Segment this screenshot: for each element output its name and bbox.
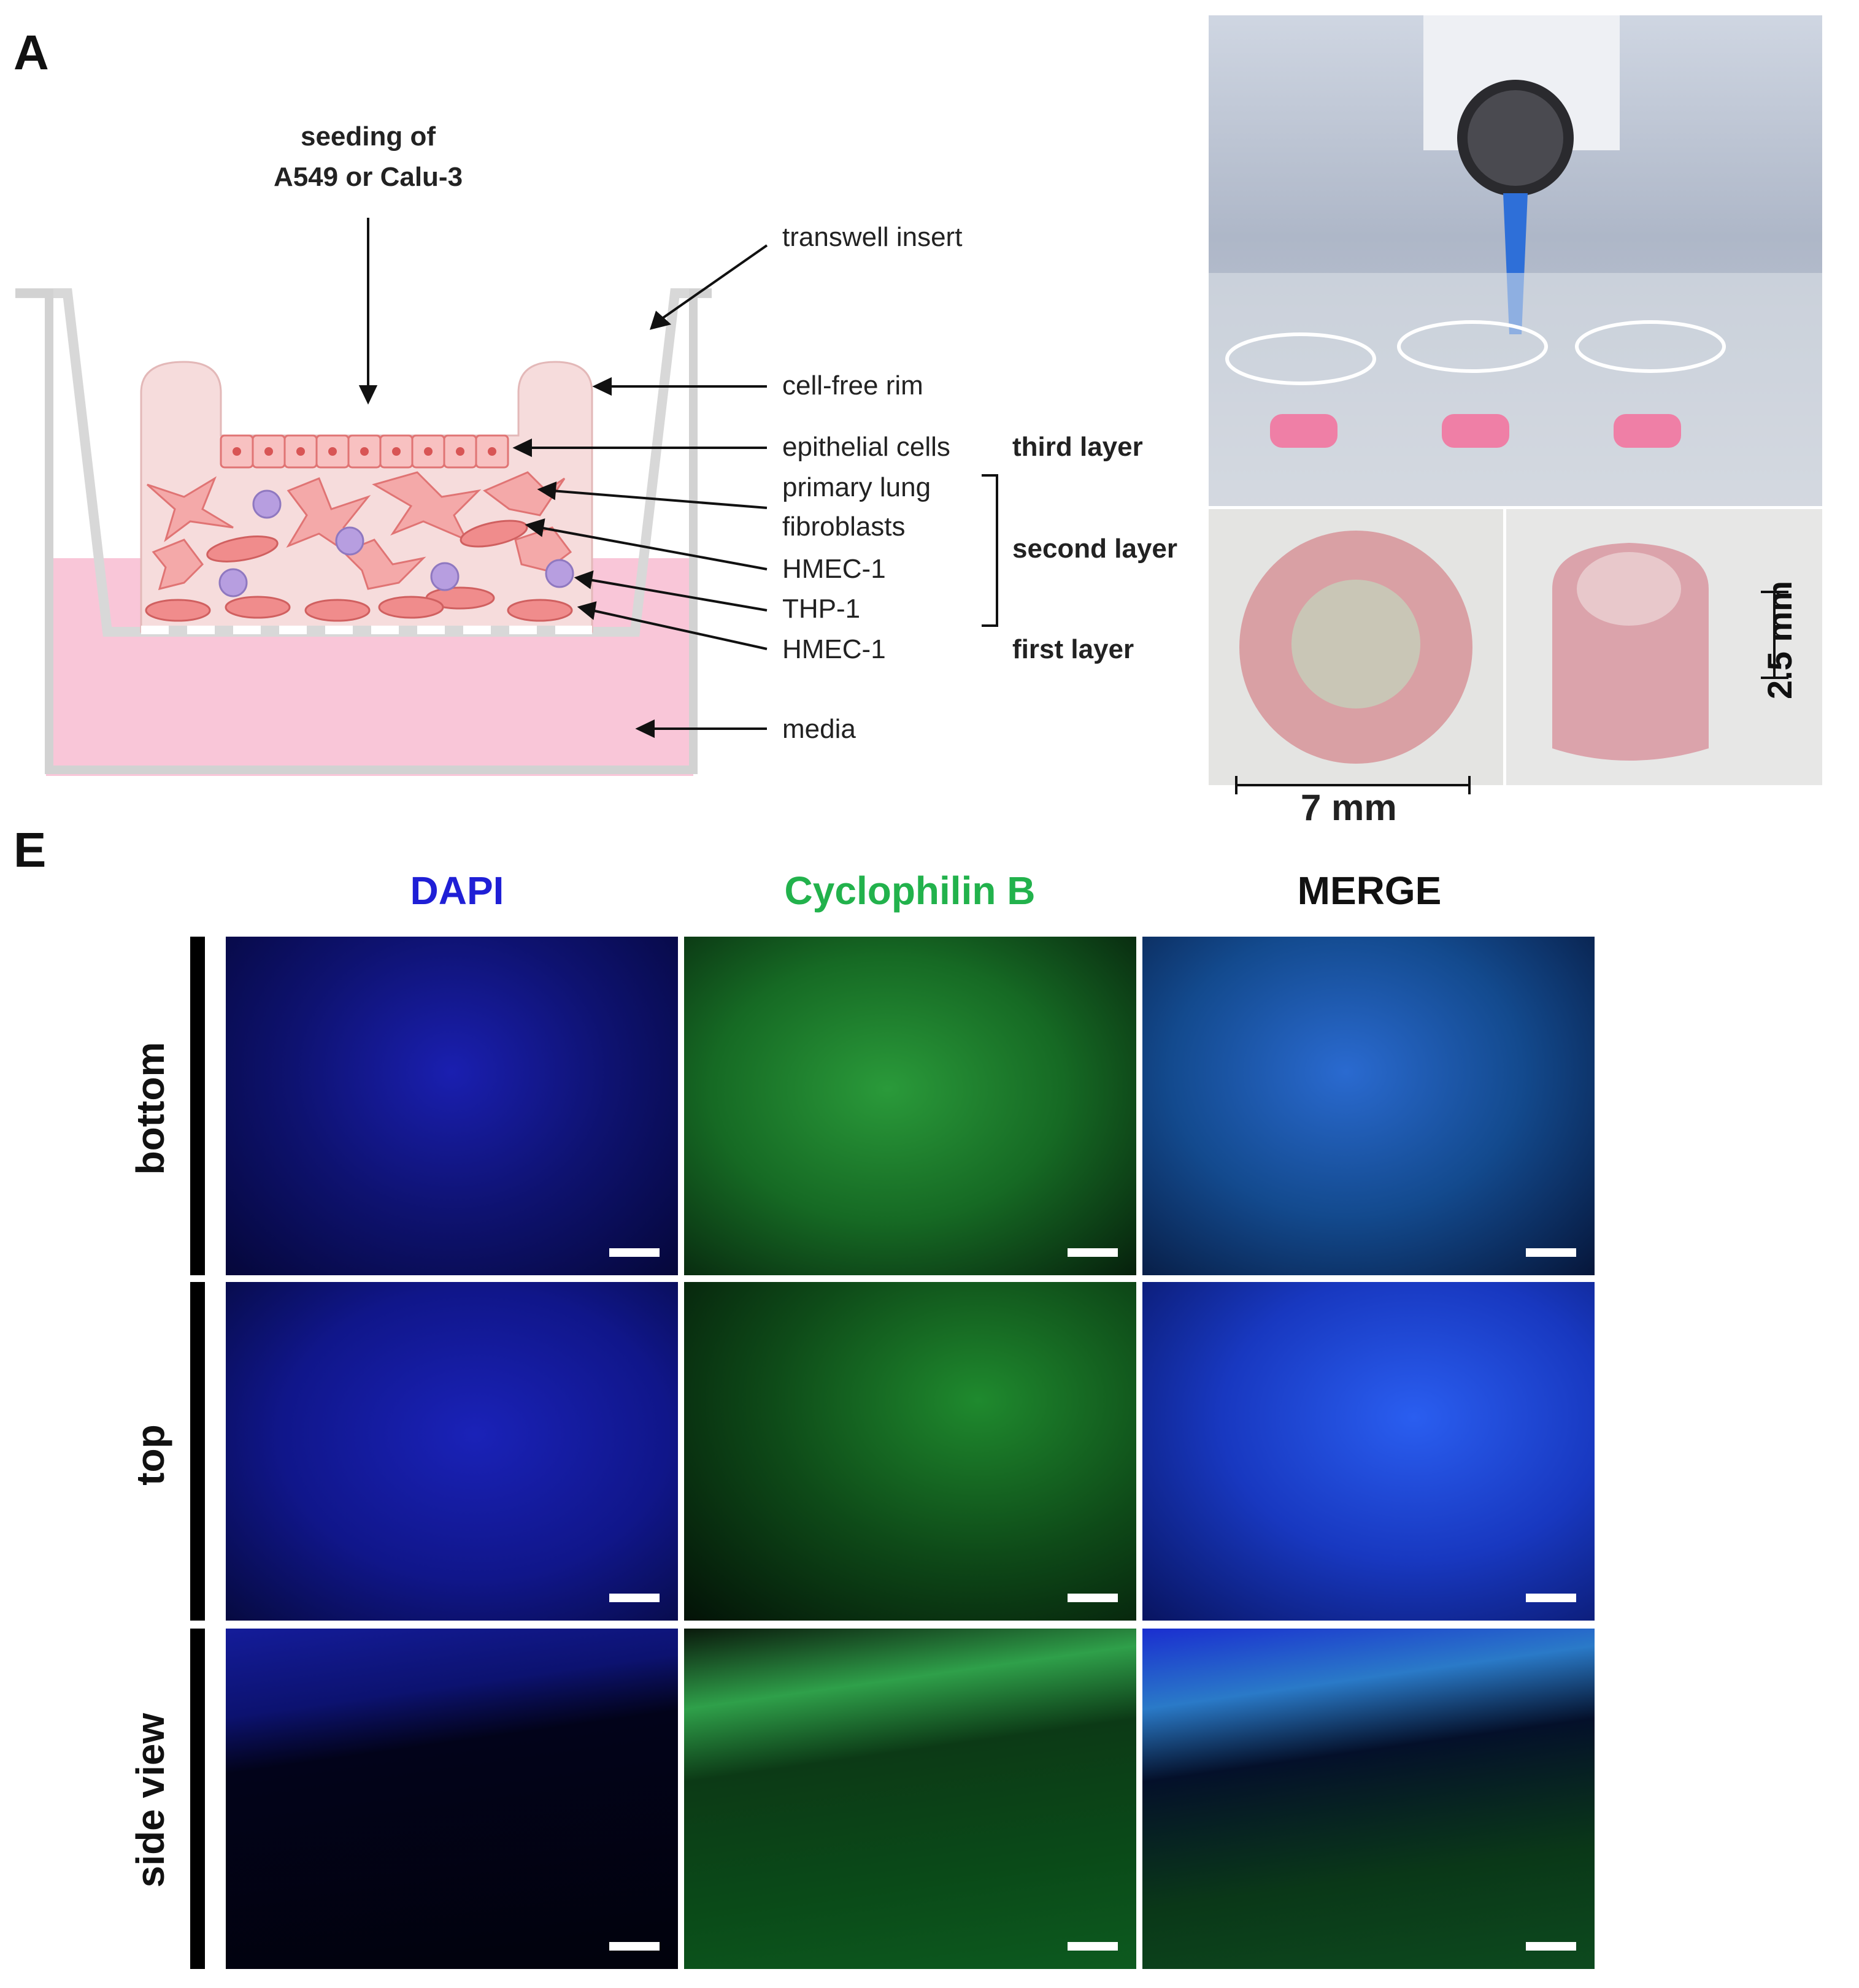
micrograph-side-view-cyclophilin bbox=[684, 1629, 1136, 1969]
fibroblast-cells bbox=[147, 471, 572, 591]
column-header-merge: MERGE bbox=[1297, 869, 1442, 913]
label-media: media bbox=[782, 714, 856, 744]
micrograph-bottom-merge bbox=[1142, 937, 1595, 1275]
row-bar-bottom bbox=[190, 937, 205, 1275]
panel-letter-e: E bbox=[13, 823, 47, 877]
micrograph-side-view-merge bbox=[1142, 1629, 1595, 1969]
label-hmec-bottom: HMEC-1 bbox=[782, 634, 886, 664]
micrograph-top-cyclophilin bbox=[684, 1282, 1136, 1621]
scale-bar bbox=[1526, 1594, 1576, 1602]
label-fibroblasts-line2: fibroblasts bbox=[782, 512, 906, 542]
scaffold-side-photo bbox=[1506, 509, 1822, 785]
label-epithelial-cells: epithelial cells bbox=[782, 432, 950, 462]
label-hmec-upper: HMEC-1 bbox=[782, 554, 886, 584]
label-transwell-insert: transwell insert bbox=[782, 222, 963, 252]
scale-label-2-5mm: 2.5 mm bbox=[1760, 581, 1799, 699]
row-label-bottom: bottom bbox=[128, 1042, 172, 1175]
scale-bar bbox=[1526, 1248, 1576, 1257]
row-label-top: top bbox=[128, 1424, 172, 1486]
hmec-bottom-cells bbox=[145, 596, 573, 622]
label-thp1: THP-1 bbox=[782, 594, 861, 624]
seeding-label: seeding of A549 or Calu-3 bbox=[245, 117, 491, 198]
hmec-upper-cells bbox=[206, 520, 528, 610]
bioprinter-photo-illustration bbox=[1209, 15, 1822, 506]
thp1-monocytes bbox=[218, 489, 574, 597]
micrograph-top-merge bbox=[1142, 1282, 1595, 1621]
seeding-line-2: A549 or Calu-3 bbox=[273, 162, 463, 192]
membrane-pores bbox=[141, 626, 592, 634]
scaffold-top-photo bbox=[1209, 509, 1503, 785]
scale-bar bbox=[1068, 1942, 1118, 1951]
bioprinter-photo bbox=[1209, 15, 1822, 506]
column-header-dapi: DAPI bbox=[410, 869, 504, 913]
seeding-line-1: seeding of bbox=[300, 121, 436, 152]
scale-bar bbox=[1068, 1248, 1118, 1257]
label-second-layer: second layer bbox=[1012, 534, 1178, 564]
panel-letter-a: A bbox=[13, 25, 49, 80]
micrograph-bottom-dapi bbox=[226, 937, 678, 1275]
scaffold-side-illustration bbox=[1552, 543, 1788, 761]
scale-bar bbox=[609, 1594, 660, 1602]
scale-bar bbox=[609, 1248, 660, 1257]
scale-label-7mm: 7 mm bbox=[1301, 787, 1397, 828]
transwell-schematic bbox=[15, 218, 998, 776]
row-label-side-view: side view bbox=[128, 1713, 172, 1888]
scale-bar bbox=[1068, 1594, 1118, 1602]
label-third-layer: third layer bbox=[1012, 432, 1143, 462]
annotation-arrows bbox=[358, 218, 768, 739]
label-first-layer: first layer bbox=[1012, 634, 1134, 664]
column-header-cyclophilin-b: Cyclophilin B bbox=[784, 869, 1036, 913]
scale-bar bbox=[1526, 1942, 1576, 1951]
micrograph-top-dapi bbox=[226, 1282, 678, 1621]
micrograph-side-view-dapi bbox=[226, 1629, 678, 1969]
second-layer-bracket bbox=[982, 474, 998, 627]
label-fibroblasts-line1: primary lung bbox=[782, 472, 931, 502]
row-bar-top bbox=[190, 1282, 205, 1621]
row-bar-side-view bbox=[190, 1629, 205, 1969]
scale-bar bbox=[609, 1942, 660, 1951]
scale-bar-7mm bbox=[1235, 776, 1471, 794]
label-cell-free-rim: cell-free rim bbox=[782, 370, 923, 401]
scaffold-top-illustration bbox=[1239, 531, 1472, 764]
micrograph-bottom-cyclophilin bbox=[684, 937, 1136, 1275]
